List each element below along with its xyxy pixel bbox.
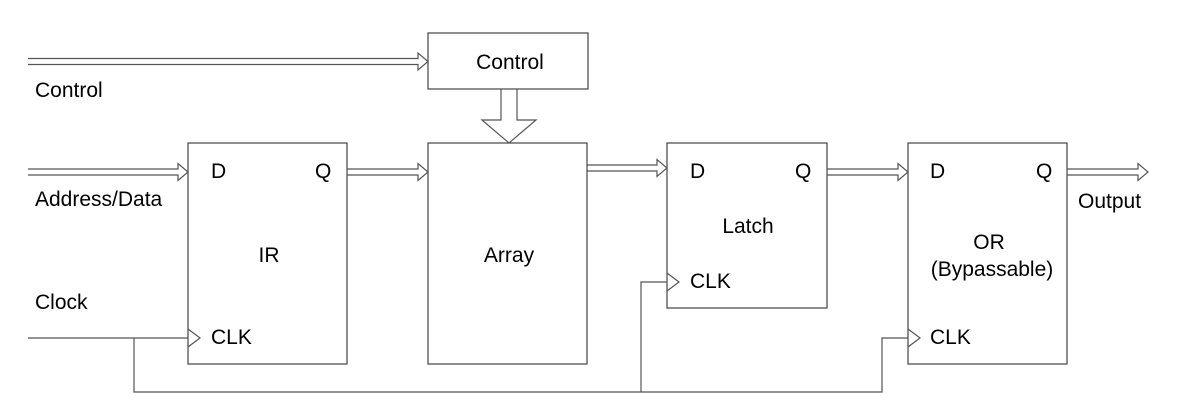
latch-clock-line xyxy=(640,281,667,392)
or-clk-port: CLK xyxy=(930,326,971,349)
control-input-label: Control xyxy=(35,79,103,102)
latch-clk-port: CLK xyxy=(690,270,731,293)
ir-to-array-bus-arrow xyxy=(347,162,429,182)
latch-to-or-bus-arrow xyxy=(827,162,909,182)
clock-input-label: Clock xyxy=(35,291,88,314)
array-block-label: Array xyxy=(484,244,535,267)
ir-clk-triangle xyxy=(187,328,201,348)
control-block xyxy=(427,32,589,90)
or-block xyxy=(907,142,1068,365)
control-block-label: Control xyxy=(476,51,544,74)
or-clk-triangle xyxy=(907,328,921,348)
ir-block-label: IR xyxy=(259,244,280,267)
or-d-port: D xyxy=(930,160,945,183)
array-to-latch-bus-arrow xyxy=(587,158,668,178)
output-label: Output xyxy=(1078,190,1141,213)
latch-block-label: Latch xyxy=(722,215,773,238)
latch-q-port: Q xyxy=(795,160,811,183)
latch-block xyxy=(666,142,828,309)
array-block xyxy=(427,142,588,365)
latch-d-port: D xyxy=(690,160,705,183)
or-q-port: Q xyxy=(1036,160,1052,183)
address-data-input-label: Address/Data xyxy=(35,188,163,211)
control-to-array-arrow xyxy=(480,89,538,144)
control-input-bus-arrow xyxy=(28,51,429,72)
clock-distribution-line xyxy=(133,337,908,393)
output-bus-arrow xyxy=(1067,162,1149,182)
ir-q-port: Q xyxy=(315,160,331,183)
ir-clk-port: CLK xyxy=(211,326,252,349)
or-block-sublabel: (Bypassable) xyxy=(931,258,1054,281)
ir-d-port: D xyxy=(211,160,226,183)
or-block-label: OR xyxy=(973,231,1005,254)
ir-block xyxy=(187,142,348,365)
address-data-bus-arrow xyxy=(28,162,189,182)
latch-clk-triangle xyxy=(666,272,680,292)
